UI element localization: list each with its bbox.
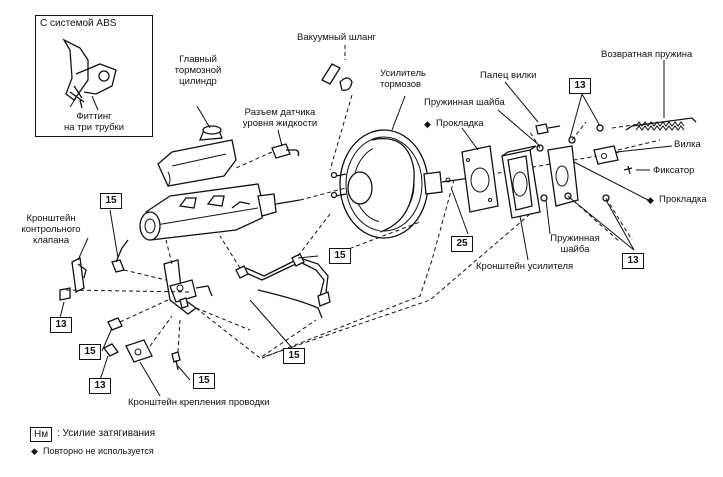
- wiring-bracket-drawing: [103, 299, 181, 371]
- master-cylinder-drawing: [139, 125, 301, 241]
- legend-unit-box: Нм: [30, 427, 53, 442]
- label-check-valve-bracket: Кронштейн контрольного клапана: [21, 213, 81, 246]
- diamond-icon: ◆: [647, 195, 654, 205]
- torque-badge: 13: [622, 253, 644, 269]
- label-fork: Вилка: [674, 139, 701, 150]
- label-spring-washer-bottom: Пружинная шайба: [550, 233, 600, 255]
- label-return-spring: Возвратная пружина: [601, 49, 693, 60]
- label-booster: Усилитель тормозов: [380, 68, 427, 90]
- check-valve-bracket-drawing: [59, 239, 129, 301]
- label-fork-pin: Палец вилки: [480, 70, 537, 81]
- valve-bracket-drawing: [163, 239, 213, 315]
- leader-lines: [59, 60, 673, 397]
- torque-badge: 15: [100, 193, 122, 209]
- torque-badge: 15: [283, 348, 305, 364]
- nuts-drawing: [529, 121, 610, 202]
- diamond-icon: ◆: [31, 446, 38, 456]
- abs-inset: [35, 15, 153, 137]
- brake-booster-drawing: [299, 129, 621, 239]
- label-gasket-right: Прокладка: [659, 194, 707, 205]
- label-master-cylinder: Главный тормозной цилиндр: [174, 54, 222, 87]
- abs-bracket-drawing: [62, 38, 117, 111]
- torque-badge: 13: [569, 78, 591, 94]
- vacuum-hose-drawing: [321, 45, 353, 171]
- label-wiring-bracket: Кронштейн крепления проводки: [128, 397, 270, 408]
- legend-torque-text: : Усилие затягивания: [57, 428, 156, 439]
- inset-title: С системой ABS: [40, 18, 117, 29]
- torque-badge: 15: [329, 248, 351, 264]
- label-gasket-left: Прокладка: [436, 118, 484, 129]
- torque-badge: 25: [451, 236, 473, 252]
- label-vacuum-hose: Вакуумный шланг: [297, 32, 376, 43]
- gasket-left-drawing: [461, 145, 499, 213]
- label-level-sensor: Разъем датчика уровня жидкости: [242, 107, 318, 129]
- fork-pin-drawing: [535, 123, 561, 135]
- label-retainer: Фиксатор: [653, 165, 695, 176]
- booster-bracket-drawing: [501, 145, 541, 219]
- torque-badge: 15: [193, 373, 215, 389]
- inset-fitting-label: Фиттинг на три трубки: [63, 111, 125, 133]
- return-spring-drawing: [625, 117, 697, 131]
- label-spring-washer-top: Пружинная шайба: [424, 97, 505, 108]
- torque-badge: 15: [79, 344, 101, 360]
- torque-badge: 13: [89, 378, 111, 394]
- torque-badge: 13: [50, 317, 72, 333]
- label-booster-bracket: Кронштейн усилителя: [476, 261, 574, 272]
- fork-drawing: [593, 123, 661, 175]
- legend-no-reuse: Повторно не используется: [43, 446, 154, 456]
- diamond-icon: ◆: [424, 119, 431, 129]
- brake-pipes-drawing: [219, 213, 331, 319]
- gasket-right-drawing: [547, 145, 579, 207]
